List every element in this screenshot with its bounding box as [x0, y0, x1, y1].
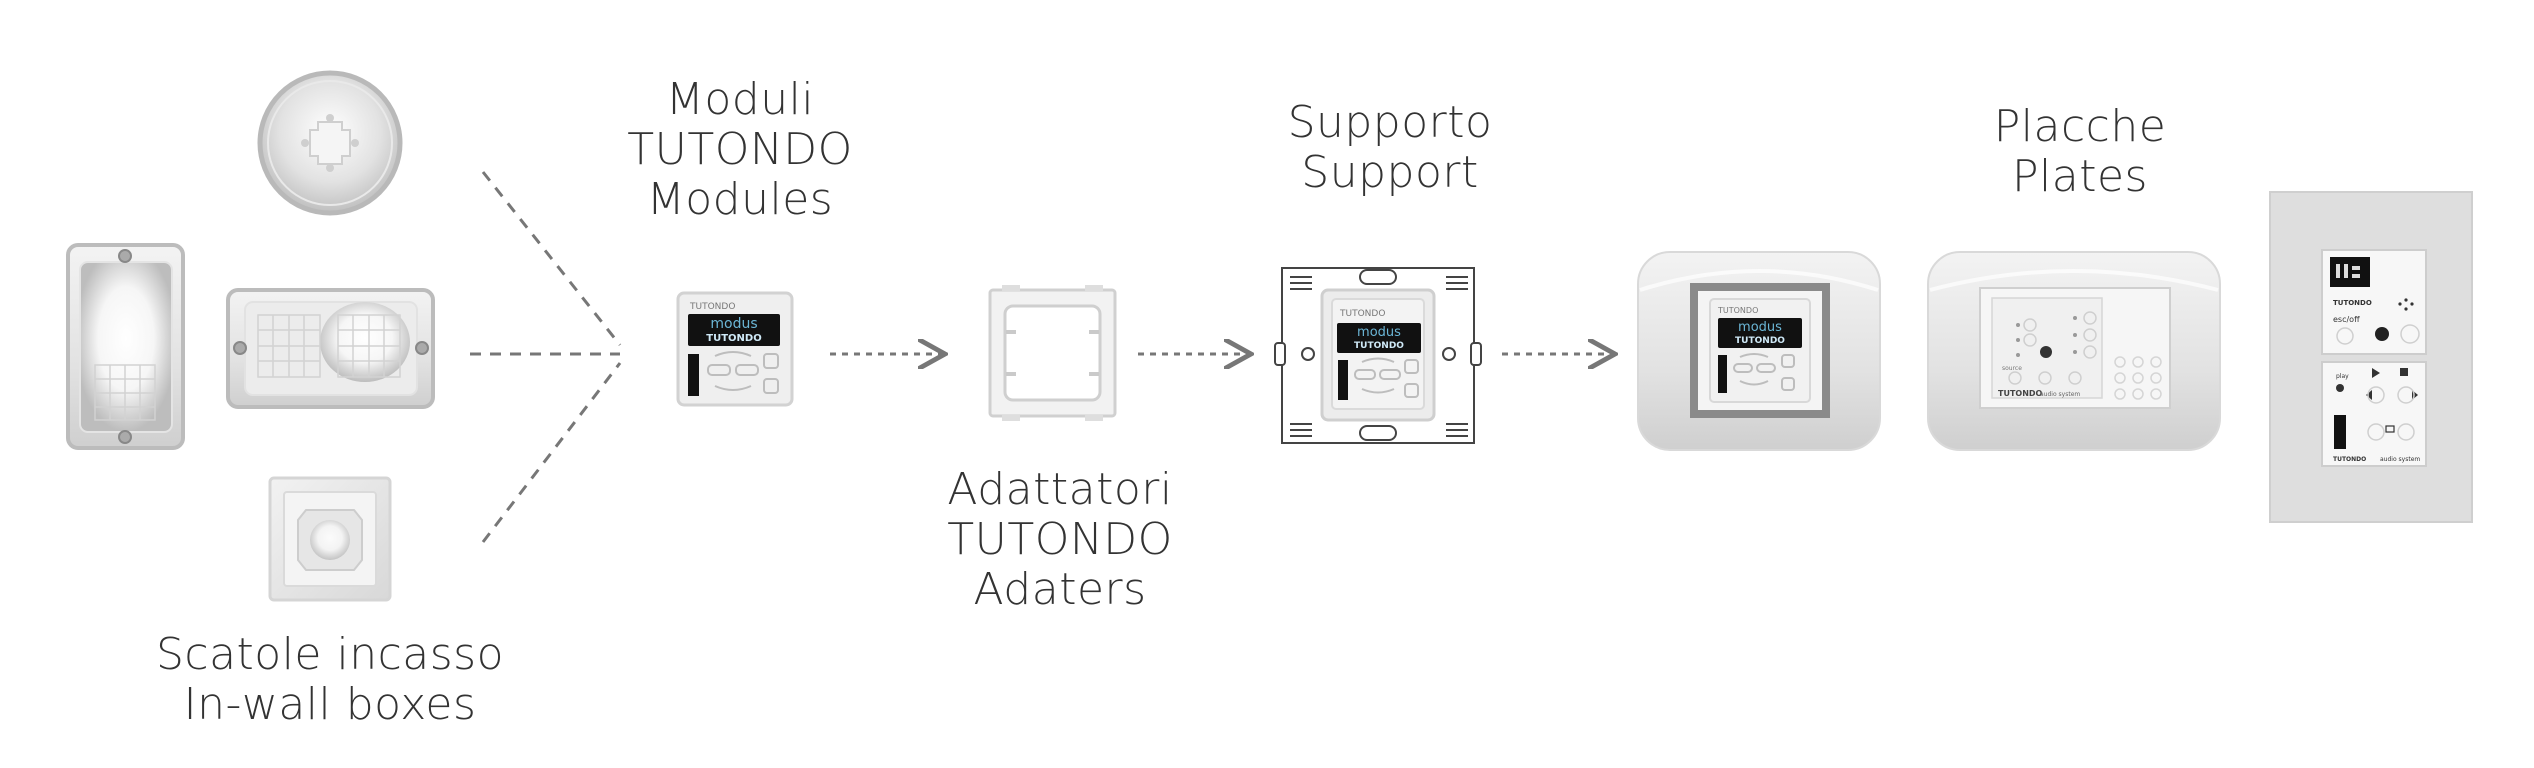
label-adapters: Adattatori TUTONDO Adaters [900, 465, 1220, 615]
label-modules: Moduli TUTONDO Modules [590, 75, 890, 225]
label-boxes-line2: In-wall boxes [183, 679, 477, 730]
square-wall-box [268, 476, 392, 602]
connector-top [481, 171, 622, 346]
tall-play-label: play [2336, 373, 2349, 380]
label-modules-line3: Modules [646, 174, 834, 225]
tutondo-adapter [988, 285, 1117, 421]
plate1-brand-text: TUTONDO [1717, 306, 1758, 315]
tall-brand-text-2: TUTONDO [2333, 456, 2366, 463]
vertical-wall-box [66, 243, 185, 450]
support-frame: TUTONDO modus TUTONDO [1274, 267, 1482, 444]
label-boxes-line1: Scatole incasso [155, 629, 505, 680]
plate-audio-system: TUTONDO audio system source [1927, 251, 2221, 451]
label-plates: Placche Plates [1930, 102, 2230, 202]
label-adapters-line2: TUTONDO [947, 514, 1173, 565]
label-adapters-line3: Adaters [973, 564, 1147, 615]
module-screen-line2: TUTONDO [706, 333, 761, 344]
tutondo-module: TUTONDO modus TUTONDO [676, 291, 794, 407]
label-plates-line1: Placche [1993, 101, 2167, 152]
label-support-line1: Supporto [1287, 97, 1493, 148]
horizontal-wall-box [226, 288, 435, 409]
module-slot [688, 354, 699, 396]
tall-esc-label: esc/off [2333, 315, 2360, 324]
connector-bottom [481, 362, 622, 543]
plate-modus: TUTONDO modus TUTONDO [1637, 251, 1881, 451]
label-boxes: Scatole incasso In-wall boxes [150, 630, 510, 730]
module-screen-line1: modus [710, 316, 757, 332]
label-modules-line2: TUTONDO [627, 124, 853, 175]
tall-brand-text: TUTONDO [2333, 299, 2372, 307]
plate-tall: TUTONDO esc/off play TUTONDO [2269, 191, 2473, 523]
plate1-screen-line1: modus [1738, 320, 1782, 335]
label-adapters-line1: Adattatori [947, 464, 1173, 515]
tall-audio-label: audio system [2380, 456, 2420, 463]
module-screen [688, 314, 780, 346]
support-screen-line1: modus [1357, 325, 1401, 340]
plate2-subtitle: audio system [2040, 391, 2080, 398]
module-brand-text: TUTONDO [689, 302, 735, 312]
label-support: Supporto Support [1240, 98, 1540, 198]
plate2-source-label: source [2002, 365, 2022, 372]
support-brand-text: TUTONDO [1339, 309, 1385, 319]
label-modules-line1: Moduli [665, 74, 815, 125]
support-screen-line2: TUTONDO [1354, 341, 1404, 351]
plate1-screen-line2: TUTONDO [1735, 336, 1785, 346]
label-plates-line2: Plates [2012, 151, 2148, 202]
label-support-line2: Support [1301, 147, 1479, 198]
round-wall-box [257, 70, 403, 216]
plate2-brand-text: TUTONDO [1998, 389, 2043, 398]
